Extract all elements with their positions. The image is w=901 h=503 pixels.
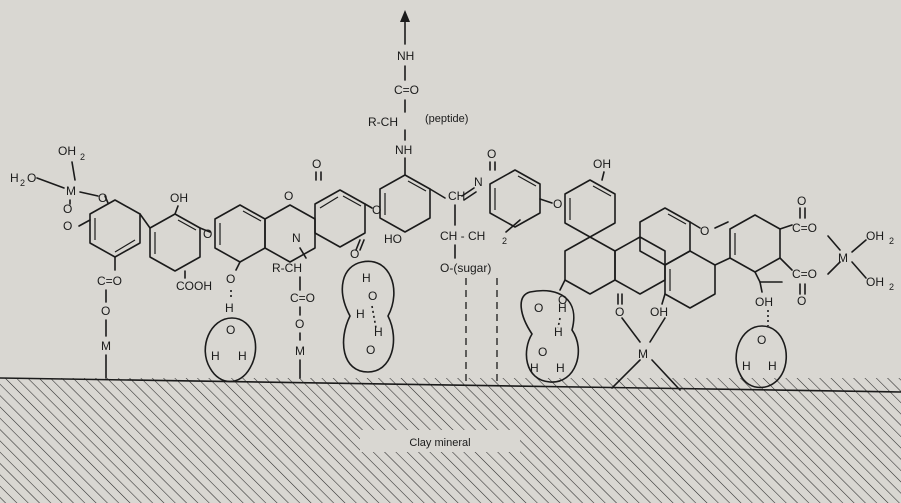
svg-text:O: O — [98, 191, 107, 205]
svg-text:H: H — [238, 349, 247, 363]
svg-text:H: H — [225, 301, 234, 315]
svg-text:2: 2 — [80, 152, 85, 162]
chelate-ceo-top: C=O — [792, 221, 817, 235]
peptide-rch: R-CH — [368, 115, 398, 129]
svg-text:O: O — [553, 197, 562, 211]
ring-1 — [89, 199, 141, 258]
svg-text:O: O — [366, 343, 375, 357]
clay-label: Clay mineral — [409, 437, 470, 449]
svg-text:OH: OH — [866, 275, 884, 289]
ester-ceo-1: C=O — [97, 274, 122, 288]
water-bubble-1: O H H — [204, 317, 257, 383]
water-bubble-2: H O H H O — [341, 260, 395, 373]
svg-text:2: 2 — [889, 282, 894, 292]
peptide-ceo: C=O — [394, 83, 419, 97]
svg-text:H: H — [10, 171, 19, 185]
svg-text:OH: OH — [58, 144, 76, 158]
carboxyl-cooh: COOH — [176, 279, 212, 293]
ring-9 — [564, 236, 616, 295]
svg-text:O: O — [203, 227, 212, 241]
svg-text:H: H — [742, 359, 751, 373]
svg-text:O: O — [538, 345, 547, 359]
svg-text:H: H — [211, 349, 220, 363]
svg-text:H: H — [554, 325, 563, 339]
svg-text:O: O — [797, 294, 806, 308]
svg-text:M: M — [101, 339, 111, 353]
svg-text:O: O — [312, 157, 321, 171]
svg-text:OH: OH — [593, 157, 611, 171]
clay-label-bg — [360, 430, 520, 452]
metal-right: M — [838, 251, 848, 265]
svg-text:H: H — [556, 361, 565, 375]
ester-ceo-2: C=O — [290, 291, 315, 305]
amino-rch: R-CH — [272, 261, 302, 275]
svg-text:O: O — [558, 293, 567, 307]
svg-text:2: 2 — [502, 236, 507, 246]
svg-text:O: O — [27, 171, 36, 185]
svg-text:CH: CH — [448, 189, 465, 203]
chelate-ceo-bottom: C=O — [792, 267, 817, 281]
peptide-label: (peptide) — [425, 113, 468, 125]
svg-text:H: H — [768, 359, 777, 373]
ring-2 — [149, 213, 201, 272]
svg-text:H: H — [362, 271, 371, 285]
svg-text:OH: OH — [866, 229, 884, 243]
ring-7 — [489, 169, 541, 228]
chch2-label: CH - CH — [440, 229, 485, 243]
svg-text:M: M — [295, 344, 305, 358]
svg-text:O: O — [368, 289, 377, 303]
svg-text:M: M — [66, 184, 76, 198]
arrow-head — [400, 10, 410, 22]
svg-text:NH: NH — [395, 143, 412, 157]
svg-text:O: O — [797, 194, 806, 208]
svg-text:N: N — [474, 175, 483, 189]
left-metal-complex: OH 2 H 2 O M O O O — [10, 144, 107, 233]
svg-text:O: O — [757, 333, 766, 347]
ring-10 — [614, 236, 666, 295]
svg-text:O: O — [284, 189, 293, 203]
svg-text:O: O — [534, 301, 543, 315]
svg-text:HO: HO — [384, 232, 402, 246]
svg-text:O: O — [295, 317, 304, 331]
svg-text:OH: OH — [650, 305, 668, 319]
ring-3 — [214, 204, 266, 263]
ring-8 — [564, 179, 616, 238]
water-bubble-3: O H H O H H — [520, 289, 580, 383]
ring-13 — [729, 214, 781, 273]
svg-text:H: H — [356, 307, 365, 321]
svg-text:H: H — [530, 361, 539, 375]
ring-6 — [379, 174, 431, 233]
svg-text:OH: OH — [170, 191, 188, 205]
clay-surface-line — [0, 377, 901, 393]
ring-5 — [314, 189, 366, 248]
svg-text:2: 2 — [889, 236, 894, 246]
svg-text:NH: NH — [397, 49, 414, 63]
svg-text:OH: OH — [755, 295, 773, 309]
ring-4 — [264, 204, 316, 263]
svg-text:O: O — [226, 323, 235, 337]
svg-text:O: O — [63, 219, 72, 233]
svg-text:O: O — [615, 305, 624, 319]
svg-text:O: O — [63, 202, 72, 216]
svg-text:O: O — [101, 304, 110, 318]
svg-text:O: O — [700, 224, 709, 238]
svg-text:2: 2 — [20, 178, 25, 188]
ring-12 — [664, 250, 716, 309]
metal-bridge: M — [638, 347, 648, 361]
svg-text:N: N — [292, 231, 301, 245]
svg-text:O: O — [372, 203, 381, 217]
water-bubble-4: O H H — [735, 325, 787, 389]
svg-text:H: H — [558, 301, 567, 315]
svg-text:O: O — [350, 247, 359, 261]
sugar-label: O-(sugar) — [440, 261, 491, 275]
svg-text:H: H — [374, 325, 383, 339]
svg-text:O: O — [226, 272, 235, 286]
svg-text:O: O — [487, 147, 496, 161]
